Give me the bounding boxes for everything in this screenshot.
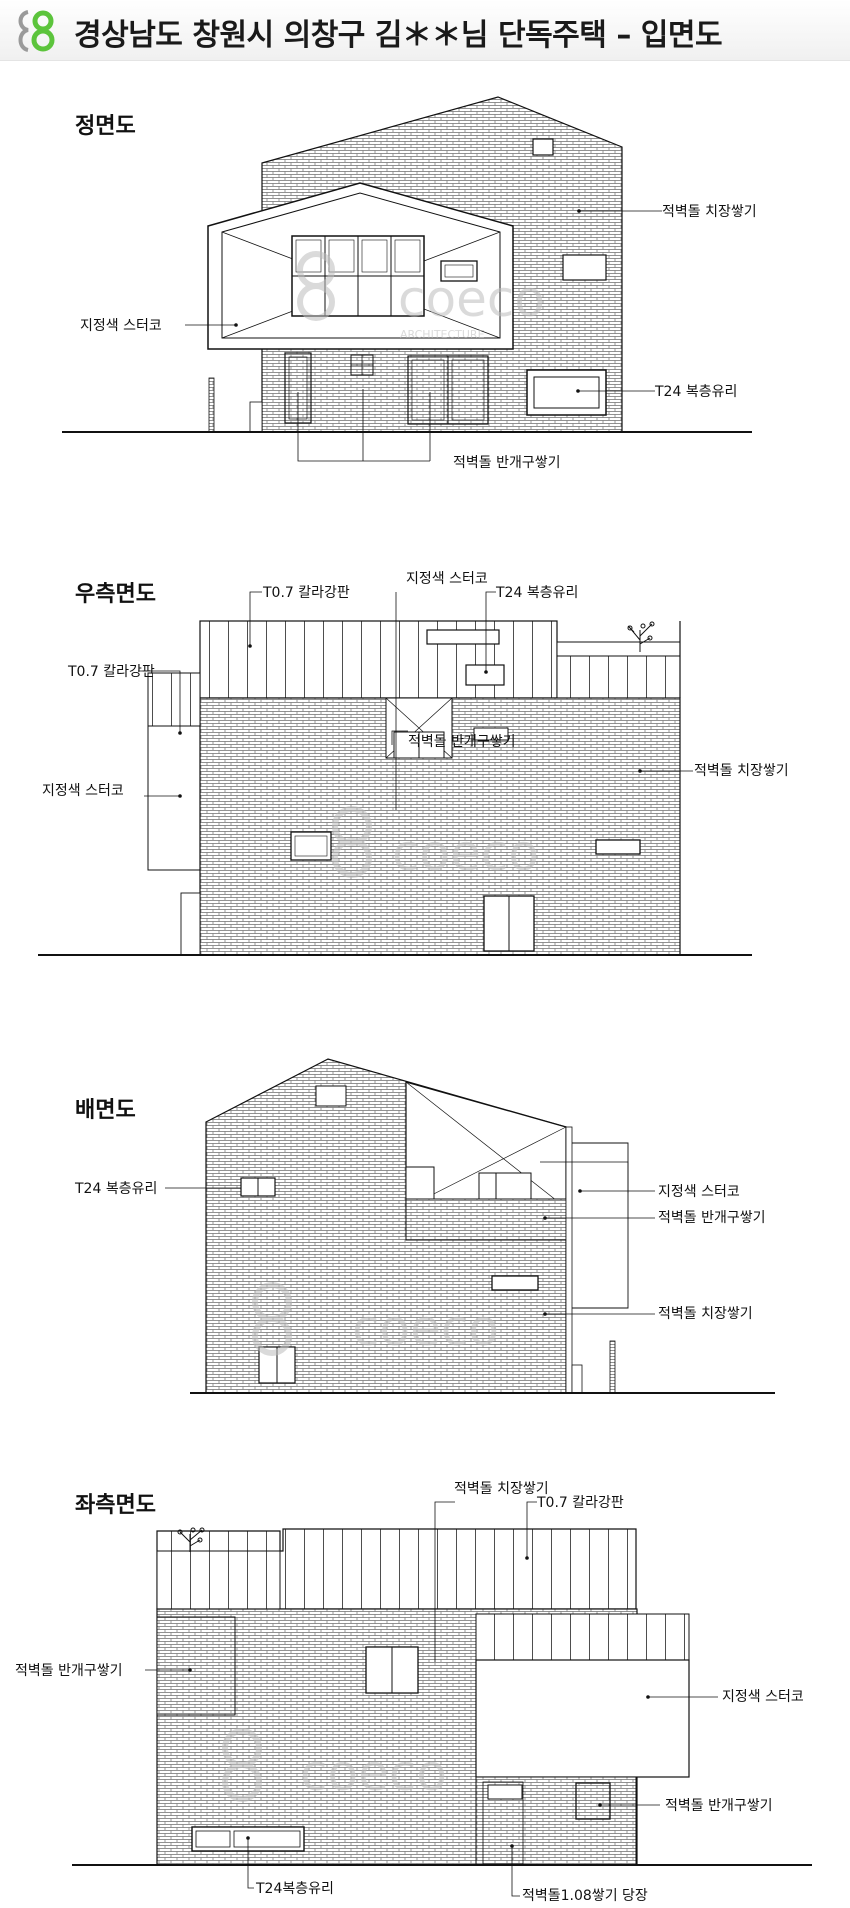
front-label-brick-stack: 적벽돌 치장쌓기 xyxy=(662,204,757,220)
tree-icon xyxy=(627,621,655,652)
header-bar: 경상남도 창원시 의창구 김＊＊님 단독주택 – 입면도 xyxy=(0,0,850,61)
right-elevation-title: 우측면도 xyxy=(75,582,156,607)
front-large-window xyxy=(291,235,425,317)
svg-text:coeco: coeco xyxy=(392,824,539,882)
svg-text:coeco: coeco xyxy=(352,1299,499,1357)
right-label-brick-half: 적벽돌 반개구쌓기 xyxy=(408,734,516,750)
left-elevation-title: 좌측면도 xyxy=(75,1493,156,1518)
right-label-brick-stack: 적벽돌 치장쌓기 xyxy=(694,763,789,779)
rear-label-stucco: 지정색 스터코 xyxy=(658,1184,740,1200)
front-elevation-drawing: coeco ARCHITECTURE 적벽돌 치장쌓기 지정색 스터코 T24 … xyxy=(62,96,757,471)
rear-elevation-title: 배면도 xyxy=(75,1098,136,1123)
rear-elevation-drawing: coeco T24 복층유리 지정색 스터코 적벽돌 반개구쌓기 적벽돌 치장쌓… xyxy=(74,1058,775,1394)
left-label-stucco: 지정색 스터코 xyxy=(722,1689,804,1705)
tree-icon xyxy=(177,1527,205,1552)
right-label-stucco-top: 지정색 스터코 xyxy=(406,571,488,587)
page-title: 경상남도 창원시 의창구 김＊＊님 단독주택 – 입면도 xyxy=(74,18,723,53)
right-label-stucco-left: 지정색 스터코 xyxy=(42,783,124,799)
rear-label-glass: T24 복층유리 xyxy=(74,1181,157,1197)
right-label-steel-left: T0.7 칼라강판 xyxy=(67,664,155,680)
left-label-brick-half-left: 적벽돌 반개구쌓기 xyxy=(15,1663,123,1679)
front-label-stucco: 지정색 스터코 xyxy=(80,318,162,334)
rear-label-brick-stack: 적벽돌 치장쌓기 xyxy=(658,1306,753,1322)
left-stucco-block xyxy=(475,1659,690,1778)
left-label-brick-108: 적벽돌1.08쌓기 당장 xyxy=(522,1888,648,1904)
front-elevation-title: 정면도 xyxy=(75,114,136,139)
left-elevation-drawing: coeco 적벽돌 치장쌓기 T0.7 칼라강판 적벽돌 반개구쌓기 지정색 스… xyxy=(15,1481,812,1904)
left-label-steel: T0.7 칼라강판 xyxy=(536,1495,624,1511)
left-label-brick-stack: 적벽돌 치장쌓기 xyxy=(454,1481,549,1497)
right-label-glass: T24 복층유리 xyxy=(495,585,578,601)
svg-text:ARCHITECTURE: ARCHITECTURE xyxy=(400,328,485,341)
left-label-glass: T24복층유리 xyxy=(255,1881,334,1897)
svg-text:coeco: coeco xyxy=(300,1744,447,1802)
right-elevation-drawing: coeco T0.7 칼라강판 지정색 스터코 T24 복층유리 T0.7 칼라… xyxy=(38,571,789,956)
left-label-brick-half-right: 적벽돌 반개구쌓기 xyxy=(665,1798,773,1814)
front-label-brick-half: 적벽돌 반개구쌓기 xyxy=(453,455,561,471)
rear-label-brick-half: 적벽돌 반개구쌓기 xyxy=(658,1210,766,1226)
coeco-logo-icon xyxy=(18,10,55,52)
right-label-steel-top: T0.7 칼라강판 xyxy=(262,585,350,601)
front-label-glass: T24 복층유리 xyxy=(654,384,737,400)
watermark-text: coeco xyxy=(398,270,545,328)
